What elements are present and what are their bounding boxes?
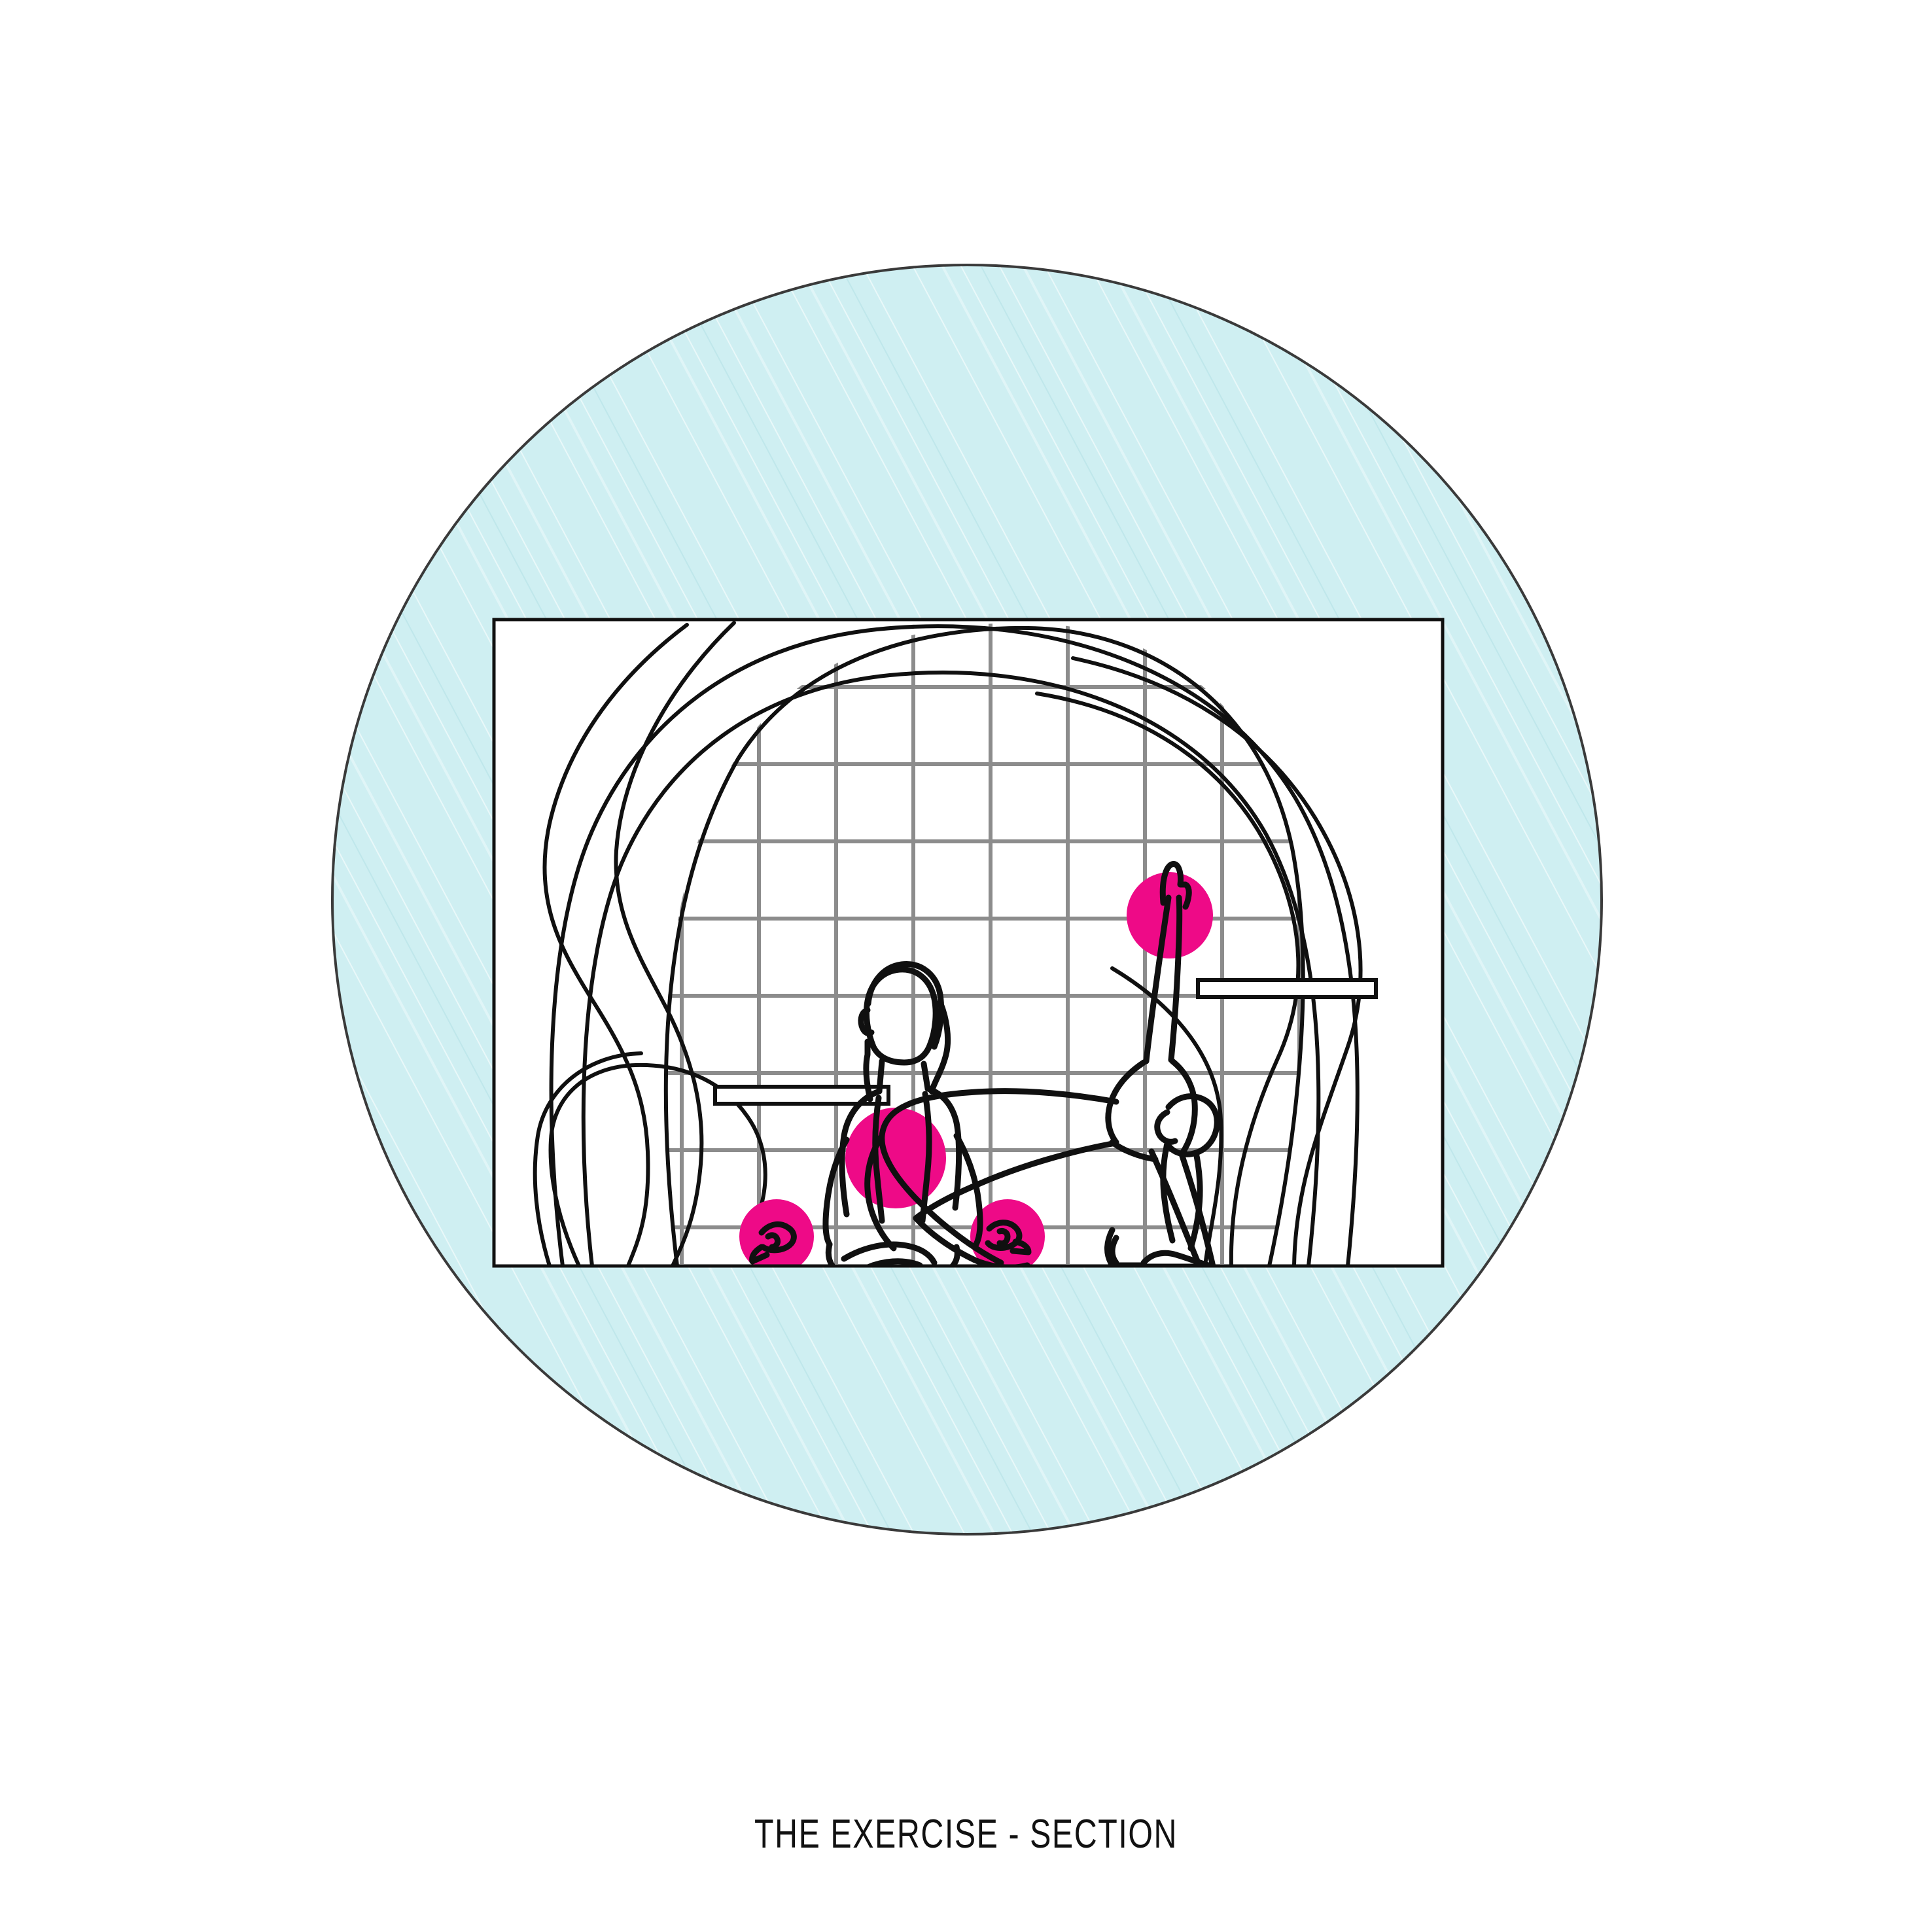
right-curved-wall-outer bbox=[1071, 656, 1363, 1265]
grounded-leg-front bbox=[1178, 1151, 1216, 1265]
left-curved-wall-outer bbox=[542, 623, 689, 1265]
torso-long-line bbox=[902, 1088, 1119, 1109]
left-arm bbox=[822, 1136, 850, 1248]
torso-lower-line bbox=[913, 1140, 1115, 1221]
head-and-bun bbox=[1164, 1093, 1220, 1157]
seated-meditation-figure bbox=[749, 961, 1032, 1265]
grounded-foot bbox=[1140, 1250, 1216, 1265]
support-arm-front bbox=[879, 1102, 1004, 1265]
hair-tail bbox=[928, 999, 951, 1095]
raised-leg-front bbox=[1143, 894, 1172, 1064]
left-hand bbox=[758, 1221, 797, 1254]
raised-foot bbox=[1159, 861, 1192, 910]
middle-arch-curve bbox=[581, 670, 1321, 1265]
raised-leg-back bbox=[1168, 894, 1183, 1063]
right-wall-inner-return bbox=[1110, 966, 1223, 1265]
accent-disc-raised-foot bbox=[1127, 872, 1213, 958]
tank-strap-left bbox=[872, 1095, 885, 1224]
outer-arch-curve bbox=[549, 624, 1360, 1265]
hair-line bbox=[865, 961, 945, 1050]
left-wall-return-curve bbox=[548, 1063, 767, 1265]
inner-arch-curve bbox=[663, 625, 1305, 1265]
right-arm bbox=[953, 1133, 983, 1248]
page-title: THE EXERCISE - SECTION bbox=[754, 1812, 1178, 1857]
accent-disc-chest bbox=[845, 1108, 946, 1208]
section-frame-outline bbox=[492, 618, 1445, 1268]
support-arm-back bbox=[913, 1215, 1030, 1265]
right-curved-wall-inner bbox=[1035, 692, 1301, 1265]
left-wall-return-curve-2 bbox=[533, 1051, 643, 1265]
standing-yoga-figure bbox=[864, 861, 1220, 1265]
right-hand bbox=[985, 1220, 1023, 1251]
right-ballet-barre bbox=[1196, 978, 1378, 999]
torso-outline bbox=[839, 1088, 883, 1218]
left-curved-wall-inner bbox=[614, 621, 736, 1265]
